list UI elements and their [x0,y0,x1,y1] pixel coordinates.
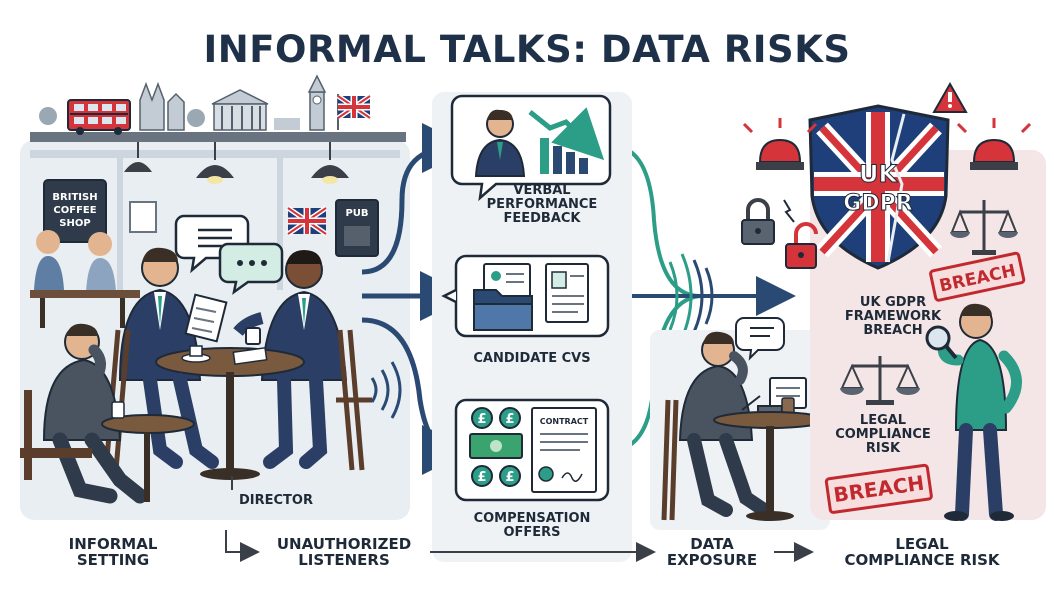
scales-icon [840,356,920,405]
coffee-shop-sign: BRITISH COFFEE SHOP [43,179,107,243]
sound-waves-icon [370,361,402,419]
pound-coin-icon: £ £ £ £ [469,407,523,487]
clock-tower-icon [307,74,327,131]
candidate-cvs-card [441,254,610,338]
arrow-icon [361,123,472,275]
breach-stamp: BREACH [824,463,933,514]
folder-icon [473,289,533,331]
magnifier-icon [925,325,958,360]
sound-waves-icon [668,253,714,339]
footer-unauthorized-listeners: UNAUTHORIZED LISTENERS [276,535,412,570]
data-exposure-scene [650,317,830,530]
warning-icon [932,81,968,113]
footer-legal-compliance-risk: LEGAL COMPLIANCE RISK [844,535,1000,570]
speech-bubble-icon [174,214,284,295]
svg-text:£: £ [477,412,486,427]
framework-breach-label: UK GDPR FRAMEWORK BREACH [844,295,942,339]
coffee-sign-line-3: SHOP [59,218,90,229]
coffee-sign-line-2: COFFEE [53,205,96,216]
director-label: DIRECTOR [239,493,313,508]
coffee-sign-line-1: BRITISH [52,192,97,203]
feedback-label: VERBAL PERFORMANCE FEEDBACK [486,183,598,227]
bus-icon [67,99,131,135]
lamp-icon [124,142,349,184]
legal-risk-label: LEGAL COMPLIANCE RISK [835,413,931,457]
svg-text:£: £ [477,470,486,485]
museum-icon [211,89,269,131]
page-title: INFORMAL TALKS: DATA RISKS [203,28,851,71]
candidate-cvs-label: CANDIDATE CVs [473,351,591,366]
pub-sign-text: PUB [345,208,368,219]
shield-text-gdpr: GDPR [843,191,912,216]
shield-text-uk: UK [859,160,898,188]
gdpr-scene: UK GDPR [741,81,1046,521]
speech-bubble-icon [735,317,785,361]
compensation-card: £ £ £ £ CONTRACT [454,398,610,502]
building-icon [139,81,185,131]
footer-data-exposure: DATA EXPOSURE [666,535,758,570]
arrow-icon [225,530,260,562]
uk-flag-icon [336,93,372,130]
pub-sign: PUB [335,199,379,257]
uk-flag-icon [286,205,328,237]
footer-informal-setting: INFORMAL SETTING [68,535,158,570]
bottom-flow [225,530,814,562]
scales-icon [950,200,1018,255]
contract-label: CONTRACT [540,417,589,426]
svg-text:£: £ [505,412,514,427]
padlock-icon [741,198,818,269]
middle-column: £ £ £ £ CONTRACT [432,92,632,562]
svg-text:£: £ [505,470,514,485]
alarm-icon [742,118,1032,170]
shield-icon: UK GDPR [808,104,950,270]
cafe-scene: BRITISH COFFEE SHOP PUB [20,74,410,520]
compensation-label: COMPENSATION OFFERS [473,511,591,541]
performance-feedback-card [450,94,612,202]
